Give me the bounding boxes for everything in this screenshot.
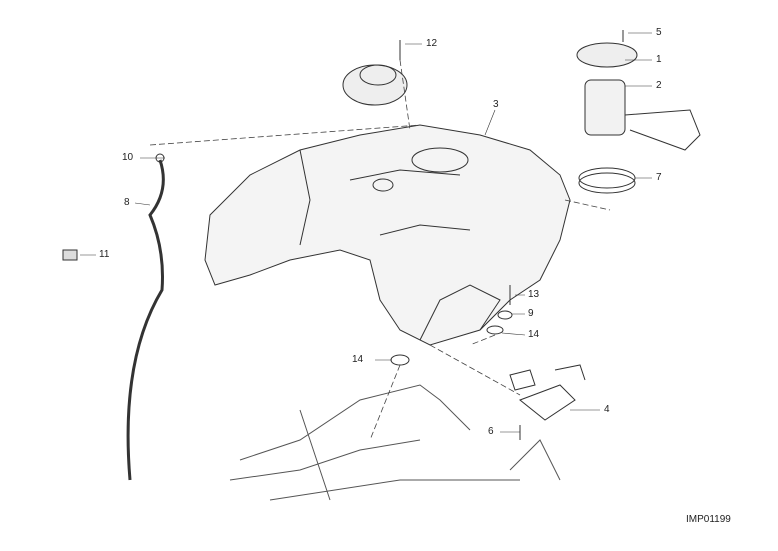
callout-12: 12 [426, 38, 438, 49]
frame [229, 384, 561, 501]
callout-10: 10 [122, 152, 134, 163]
callout-5: 5 [656, 27, 662, 38]
fuel-tank [204, 124, 571, 346]
pump-ring [578, 167, 636, 189]
diagram-code: IMP01199 [686, 514, 731, 525]
callout-8: 8 [124, 197, 130, 208]
callout-4: 4 [604, 404, 610, 415]
callout-14-left: 14 [352, 354, 364, 365]
callout-9: 9 [528, 308, 534, 319]
callout-2: 2 [656, 80, 662, 91]
callout-13: 13 [528, 289, 540, 300]
callout-14-right: 14 [528, 329, 540, 340]
pump-flange [576, 42, 638, 68]
fuel-pump [584, 79, 626, 136]
callout-3: 3 [493, 99, 499, 110]
fuel-level-sensor [509, 364, 586, 421]
callout-1: 1 [656, 54, 662, 65]
callout-6: 6 [488, 426, 494, 437]
callout-7: 7 [656, 172, 662, 183]
breather-hose [126, 159, 165, 481]
callout-11: 11 [99, 249, 110, 260]
clip-11 [62, 249, 78, 261]
